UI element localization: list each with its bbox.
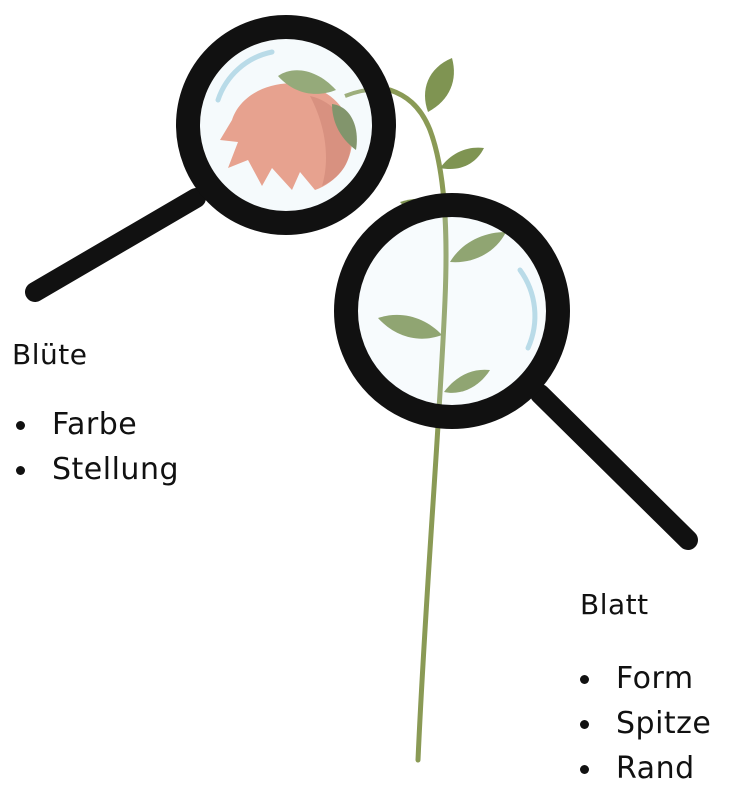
bullet-icon — [580, 765, 589, 774]
bullet-icon — [16, 421, 25, 430]
leaf-icon — [425, 58, 454, 112]
magnifying-glass-icon — [35, 27, 384, 292]
bullet-icon — [16, 466, 25, 475]
list-item: Stellung — [12, 447, 179, 492]
leaf-icon — [440, 148, 484, 169]
list-item: Spitze — [576, 701, 711, 746]
list-item: Form — [576, 656, 711, 701]
bullet-icon — [580, 720, 589, 729]
magnifying-glass-icon — [346, 205, 688, 540]
bluete-feature-list: Farbe Stellung — [12, 402, 179, 492]
bullet-icon — [580, 675, 589, 684]
list-item: Farbe — [12, 402, 179, 447]
list-item: Rand — [576, 746, 711, 791]
bluete-label-block: Blüte Farbe Stellung — [12, 338, 179, 492]
blatt-feature-list: Form Spitze Rand — [576, 656, 711, 791]
blatt-heading: Blatt — [580, 588, 711, 622]
bluete-heading: Blüte — [12, 338, 179, 372]
blatt-label-block: Blatt Form Spitze Rand — [580, 588, 711, 791]
